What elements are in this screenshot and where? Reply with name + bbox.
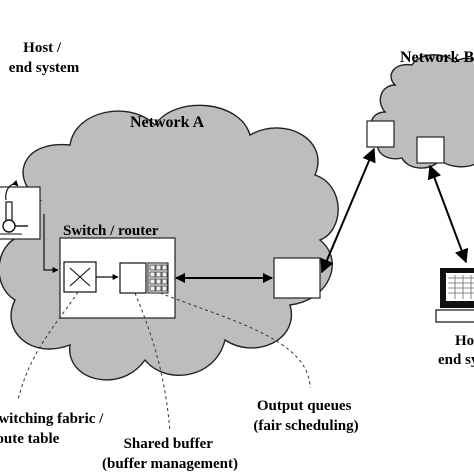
network-a-label: Network A — [130, 114, 205, 131]
shared-buffer-label: Shared buffer (buffer management) — [102, 436, 238, 472]
host-left-label: Host / end system — [9, 40, 80, 76]
output-queues-label: Output queues (fair scheduling) — [253, 398, 358, 434]
leader-shared-buffer — [134, 292, 171, 433]
network-b-to-host-link — [427, 164, 469, 264]
leader-switching-fabric — [17, 291, 79, 401]
crossbar-switch-icon — [63, 261, 97, 293]
host-right-label: Host / end system — [438, 333, 474, 368]
host-cable-icon — [0, 180, 28, 235]
network-b-router-box-right — [416, 136, 445, 164]
network-b-label: Network B — [400, 49, 474, 66]
switching-fabric-label: Switching fabric / route table — [0, 411, 107, 447]
buffer-queue-icon — [119, 262, 169, 294]
host-to-switch-arrow — [43, 214, 59, 273]
computer-terminal-icon — [435, 268, 474, 323]
switch-router-label: Switch / router — [63, 223, 159, 239]
network-a-to-b-link — [320, 147, 376, 274]
leader-output-queues — [159, 292, 311, 389]
network-a-edge-box — [273, 257, 321, 299]
network-b-router-box-left — [366, 120, 395, 148]
